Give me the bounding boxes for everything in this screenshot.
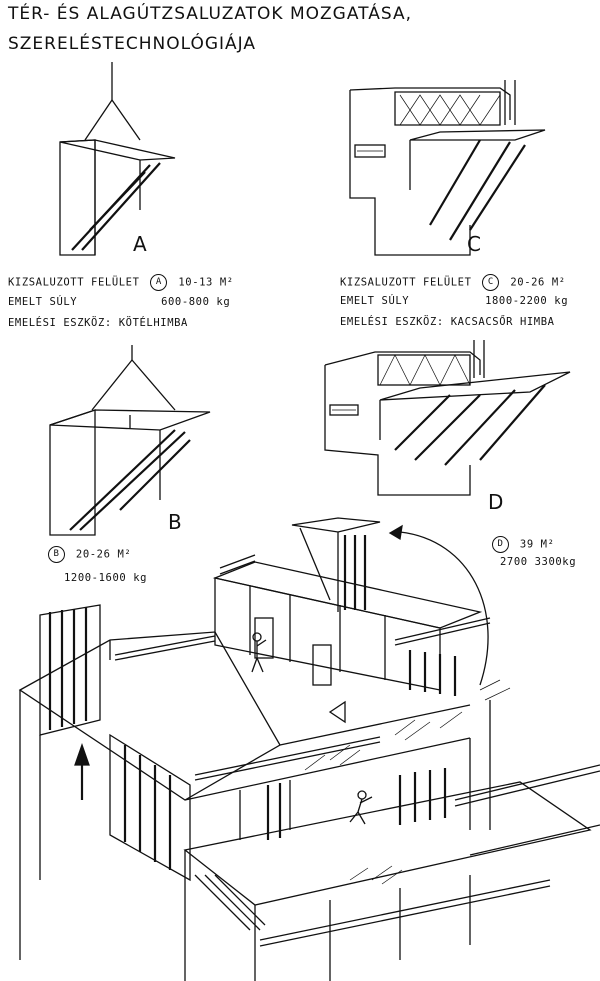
figure-c-drawing <box>349 80 546 256</box>
specs-a-surface-label: KIZSALUZOTT FELÜLET <box>8 276 140 289</box>
specs-c-surface-row: KIZSALUZOTT FELÜLET C 20-26 M² <box>340 274 566 291</box>
specs-b-surface-value: 20-26 M² <box>75 548 132 561</box>
figure-b-label: B <box>168 510 182 534</box>
specs-c-circle: C <box>482 274 500 291</box>
figure-d-label: D <box>488 490 504 514</box>
specs-a-tool-value: KÖTÉLHIMBA <box>118 317 188 329</box>
specs-a-circle: A <box>150 274 168 291</box>
specs-d-surface-value: 39 M² <box>519 538 555 551</box>
specs-d-weight-value: 2700 3300kg <box>500 556 577 568</box>
page-title-line1: TÉR- ÉS ALAGÚTZSALUZATOK MOZGATÁSA, <box>8 4 412 24</box>
specs-c-surface-value: 20-26 M² <box>510 276 566 289</box>
specs-a-weight-label: EMELT SÚLY <box>8 296 78 308</box>
specs-c-surface-label: KIZSALUZOTT FELÜLET <box>340 276 472 289</box>
specs-a-tool-row: EMELÉSI ESZKÖZ: KÖTÉLHIMBA <box>8 317 188 329</box>
specs-a-surface-value: 10-13 M² <box>178 276 234 289</box>
specs-a-surface-row: KIZSALUZOTT FELÜLET A 10-13 M² <box>8 274 234 291</box>
specs-c-tool-value: KACSACSŐR HIMBA <box>450 316 555 328</box>
specs-c-weight-value: 1800-2200 kg <box>485 295 569 307</box>
construction-scene-drawing <box>18 517 600 981</box>
specs-d-circle: D <box>492 536 509 553</box>
specs-a-weight-row: EMELT SÚLY 600-800 kg <box>8 296 230 308</box>
specs-c-weight-row: EMELT SÚLY 1800-2200 kg <box>340 295 568 307</box>
figure-a-label: A <box>133 232 147 256</box>
figure-b-drawing <box>49 345 211 536</box>
specs-a-tool-label: EMELÉSI ESZKÖZ: <box>8 317 112 329</box>
figure-d-drawing <box>324 340 571 496</box>
specs-c-tool-row: EMELÉSI ESZKÖZ: KACSACSŐR HIMBA <box>340 316 555 328</box>
page-title-line2: SZERELÉSTECHNOLÓGIÁJA <box>8 34 257 54</box>
specs-b-weight-value: 1200-1600 kg <box>64 572 148 584</box>
specs-b-surface-row: B 20-26 M² <box>44 546 131 563</box>
figure-a-drawing <box>59 62 176 256</box>
specs-a-weight-value: 600-800 kg <box>161 296 231 308</box>
specs-c-tool-label: EMELÉSI ESZKÖZ: <box>340 316 444 328</box>
specs-d-surface-row: D 39 M² <box>488 536 555 553</box>
specs-b-circle: B <box>48 546 65 563</box>
figure-c-label: C <box>467 232 481 256</box>
specs-c-weight-label: EMELT SÚLY <box>340 295 410 307</box>
